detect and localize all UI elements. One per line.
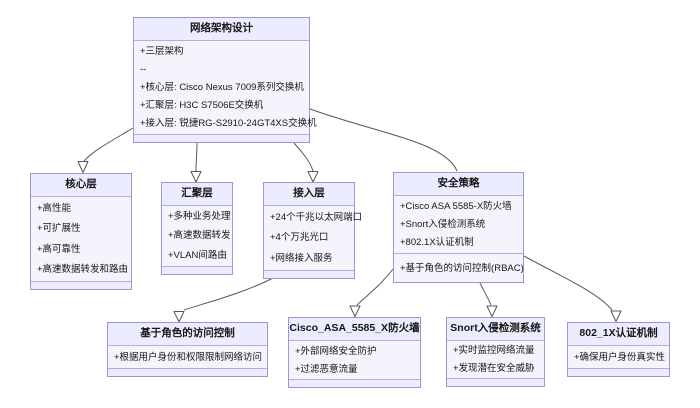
- class-node-snort-ids: Snort入侵检测系统 +实时监控网络流量 +发现潜在安全威胁: [446, 317, 545, 387]
- attribute-row: +高速数据转发: [168, 230, 231, 242]
- attribute-row: +24个千兆以太网端口: [270, 211, 363, 223]
- arrowhead-cisco-asa: [349, 305, 361, 317]
- edge-security-policy-to-cisco-asa: [356, 267, 395, 306]
- node-title: 网络架构设计: [134, 18, 309, 41]
- empty-methods-section: [447, 378, 544, 386]
- arrowhead-8021x: [610, 310, 622, 322]
- empty-methods-section: [31, 281, 131, 289]
- edge-root-to-aggregation-layer: [195, 142, 198, 172]
- attribute-row: +核心层: Cisco Nexus 7009系列交换机: [140, 81, 304, 93]
- edge-root-to-security-policy: [309, 108, 458, 172]
- attribute-row: +外部网络安全防护: [295, 345, 377, 357]
- attribute-row: +高速数据转发和路由: [37, 264, 129, 276]
- empty-methods-section: [289, 379, 420, 387]
- class-node-access-layer: 接入层 +24个千兆以太网端口 +4个万兆光口 +网络接入服务: [263, 182, 363, 279]
- class-node-rbac: 基于角色的访问控制 +根据用户身份和权限限制网络访问: [107, 322, 268, 377]
- method-row: +基于角色的访问控制(RBAC): [400, 262, 524, 274]
- edge-root-to-core-layer: [83, 127, 134, 162]
- node-attributes: +24个千兆以太网端口 +4个万兆光口 +网络接入服务: [264, 206, 363, 270]
- attribute-row: +802.1X认证机制: [400, 237, 474, 249]
- attribute-row: +接入层: 锐捷RG-S2910-24GT4XS交换机: [140, 118, 317, 130]
- node-attributes: +实时监控网络流量 +发现潜在安全威胁: [447, 341, 544, 378]
- node-title: 核心层: [31, 174, 131, 197]
- edge-security-policy-to-snort: [479, 282, 492, 306]
- arrowhead-rbac: [173, 311, 185, 323]
- arrowhead-snort: [486, 305, 498, 317]
- attribute-row: +可扩展性: [37, 223, 81, 235]
- attribute-row: +过滤恶意流量: [295, 363, 358, 375]
- attribute-row: +多种业务处理: [168, 211, 231, 223]
- node-title: 接入层: [264, 183, 354, 206]
- node-title: 802_1X认证机制: [568, 323, 669, 346]
- arrowhead-aggregation-layer: [190, 171, 202, 183]
- node-attributes: +根据用户身份和权限限制网络访问: [108, 346, 267, 368]
- attribute-row: --: [140, 63, 147, 75]
- class-node-core-layer: 核心层 +高性能 +可扩展性 +高可靠性 +高速数据转发和路由: [30, 173, 132, 290]
- attribute-row: +确保用户身份真实性: [574, 351, 666, 363]
- arrowhead-access-layer: [307, 171, 319, 183]
- attribute-row: +三层架构: [140, 45, 184, 57]
- node-methods: +基于角色的访问控制(RBAC): [394, 253, 524, 282]
- attribute-row: +Snort入侵检测系统: [400, 218, 486, 230]
- class-node-security-policy: 安全策略 +Cisco ASA 5585-X防火墙 +Snort入侵检测系统 +…: [393, 172, 524, 283]
- attribute-row: +高性能: [37, 202, 72, 214]
- attribute-row: +发现潜在安全威胁: [453, 362, 535, 374]
- empty-methods-section: [162, 266, 232, 274]
- attribute-row: +根据用户身份和权限限制网络访问: [114, 351, 263, 363]
- attribute-row: +高可靠性: [37, 243, 81, 255]
- node-attributes: +高性能 +可扩展性 +高可靠性 +高速数据转发和路由: [31, 197, 131, 281]
- node-attributes: +多种业务处理 +高速数据转发 +VLAN间路由: [162, 206, 232, 266]
- empty-methods-section: [568, 368, 669, 376]
- node-title: 安全策略: [394, 173, 523, 196]
- node-title: 汇聚层: [162, 183, 232, 206]
- edge-access-layer-to-rbac: [183, 275, 278, 311]
- empty-methods-section: [134, 134, 309, 142]
- class-node-aggregation-layer: 汇聚层 +多种业务处理 +高速数据转发 +VLAN间路由: [161, 182, 233, 275]
- empty-methods-section: [108, 368, 267, 376]
- class-node-network-architecture: 网络架构设计 +三层架构 -- +核心层: Cisco Nexus 7009系列…: [133, 17, 317, 143]
- node-title: Cisco_ASA_5585_X防火墙: [289, 318, 420, 341]
- empty-methods-section: [264, 270, 354, 278]
- node-attributes: +三层架构 -- +核心层: Cisco Nexus 7009系列交换机 +汇聚…: [134, 41, 317, 134]
- edge-root-to-access-layer: [293, 142, 314, 172]
- attribute-row: +VLAN间路由: [168, 249, 227, 261]
- attribute-row: +汇聚层: H3C S7506E交换机: [140, 100, 264, 112]
- attribute-row: +网络接入服务: [270, 253, 333, 265]
- node-attributes: +Cisco ASA 5585-X防火墙 +Snort入侵检测系统 +802.1…: [394, 196, 523, 253]
- arrowhead-core-layer: [77, 161, 89, 173]
- attribute-row: +4个万兆光口: [270, 232, 329, 244]
- edge-security-policy-to-8021x: [523, 255, 613, 311]
- attribute-row: +实时监控网络流量: [453, 345, 535, 357]
- class-node-8021x-auth: 802_1X认证机制 +确保用户身份真实性: [567, 322, 670, 377]
- node-title: Snort入侵检测系统: [447, 318, 544, 341]
- class-node-cisco-asa-firewall: Cisco_ASA_5585_X防火墙 +外部网络安全防护 +过滤恶意流量: [288, 317, 421, 388]
- node-attributes: +确保用户身份真实性: [568, 346, 669, 368]
- node-attributes: +外部网络安全防护 +过滤恶意流量: [289, 341, 420, 379]
- attribute-row: +Cisco ASA 5585-X防火墙: [400, 200, 512, 212]
- node-title: 基于角色的访问控制: [108, 323, 267, 346]
